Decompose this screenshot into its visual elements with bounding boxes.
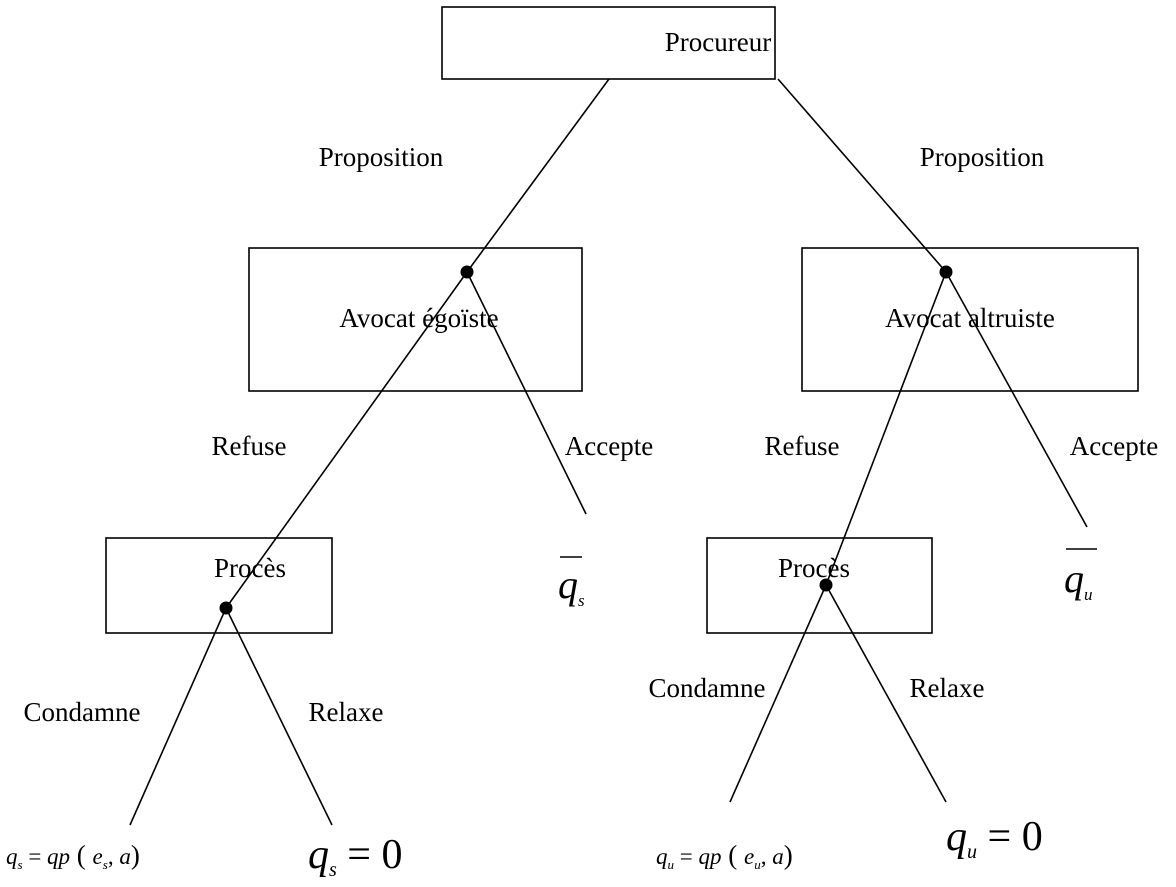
decision-node-trial-right	[819, 578, 833, 592]
label-relaxe-left: Relaxe	[309, 697, 384, 727]
label-relaxe-right: Relaxe	[910, 673, 985, 703]
edge-relaxe-right	[825, 584, 947, 803]
label-refuse-right: Refuse	[765, 431, 840, 461]
payoff-condamne-selfish: qs = qp ( es, a)	[6, 840, 140, 872]
label-condamne-right: Condamne	[649, 673, 766, 703]
proces-left-box	[105, 537, 333, 634]
procureur-label: Procureur	[665, 27, 771, 57]
decision-node-altruist	[939, 265, 953, 279]
decision-node-selfish	[460, 265, 474, 279]
payoff-condamne-altruist: qu = qp ( eu, a)	[656, 840, 793, 872]
edge-condamne-left	[129, 607, 227, 826]
edge-proposition-right	[777, 78, 947, 273]
procureur-box	[441, 6, 776, 80]
payoff-accept-selfish: qs	[558, 562, 585, 610]
edge-proposition-left	[466, 78, 610, 273]
edge-accepte-left	[466, 271, 587, 515]
proces-left-label: Procès	[214, 553, 286, 583]
label-accepte-left: Accepte	[565, 431, 653, 461]
proces-right-label: Procès	[778, 553, 850, 583]
edge-accepte-right	[945, 271, 1088, 528]
avocat-egoiste-box	[248, 247, 583, 392]
edge-relaxe-left	[225, 607, 333, 826]
payoff-relaxe-selfish: qs = 0	[308, 832, 402, 881]
label-proposition-left: Proposition	[319, 142, 444, 172]
edge-refuse-right	[825, 271, 947, 586]
label-refuse-left: Refuse	[212, 431, 287, 461]
edge-refuse-left	[225, 271, 468, 609]
decision-node-trial-left	[219, 601, 233, 615]
edge-condamne-right	[729, 584, 827, 803]
avocat-altruiste-label: Avocat altruiste	[885, 303, 1055, 333]
label-accepte-right: Accepte	[1070, 431, 1158, 461]
payoff-relaxe-altruist: qu = 0	[946, 814, 1043, 863]
label-proposition-right: Proposition	[920, 142, 1045, 172]
avocat-altruiste-box	[801, 247, 1139, 392]
label-condamne-left: Condamne	[24, 697, 141, 727]
payoff-accept-altruist: qu	[1064, 556, 1093, 604]
proces-right-box	[706, 537, 933, 634]
avocat-egoiste-label: Avocat égoïste	[339, 303, 498, 333]
